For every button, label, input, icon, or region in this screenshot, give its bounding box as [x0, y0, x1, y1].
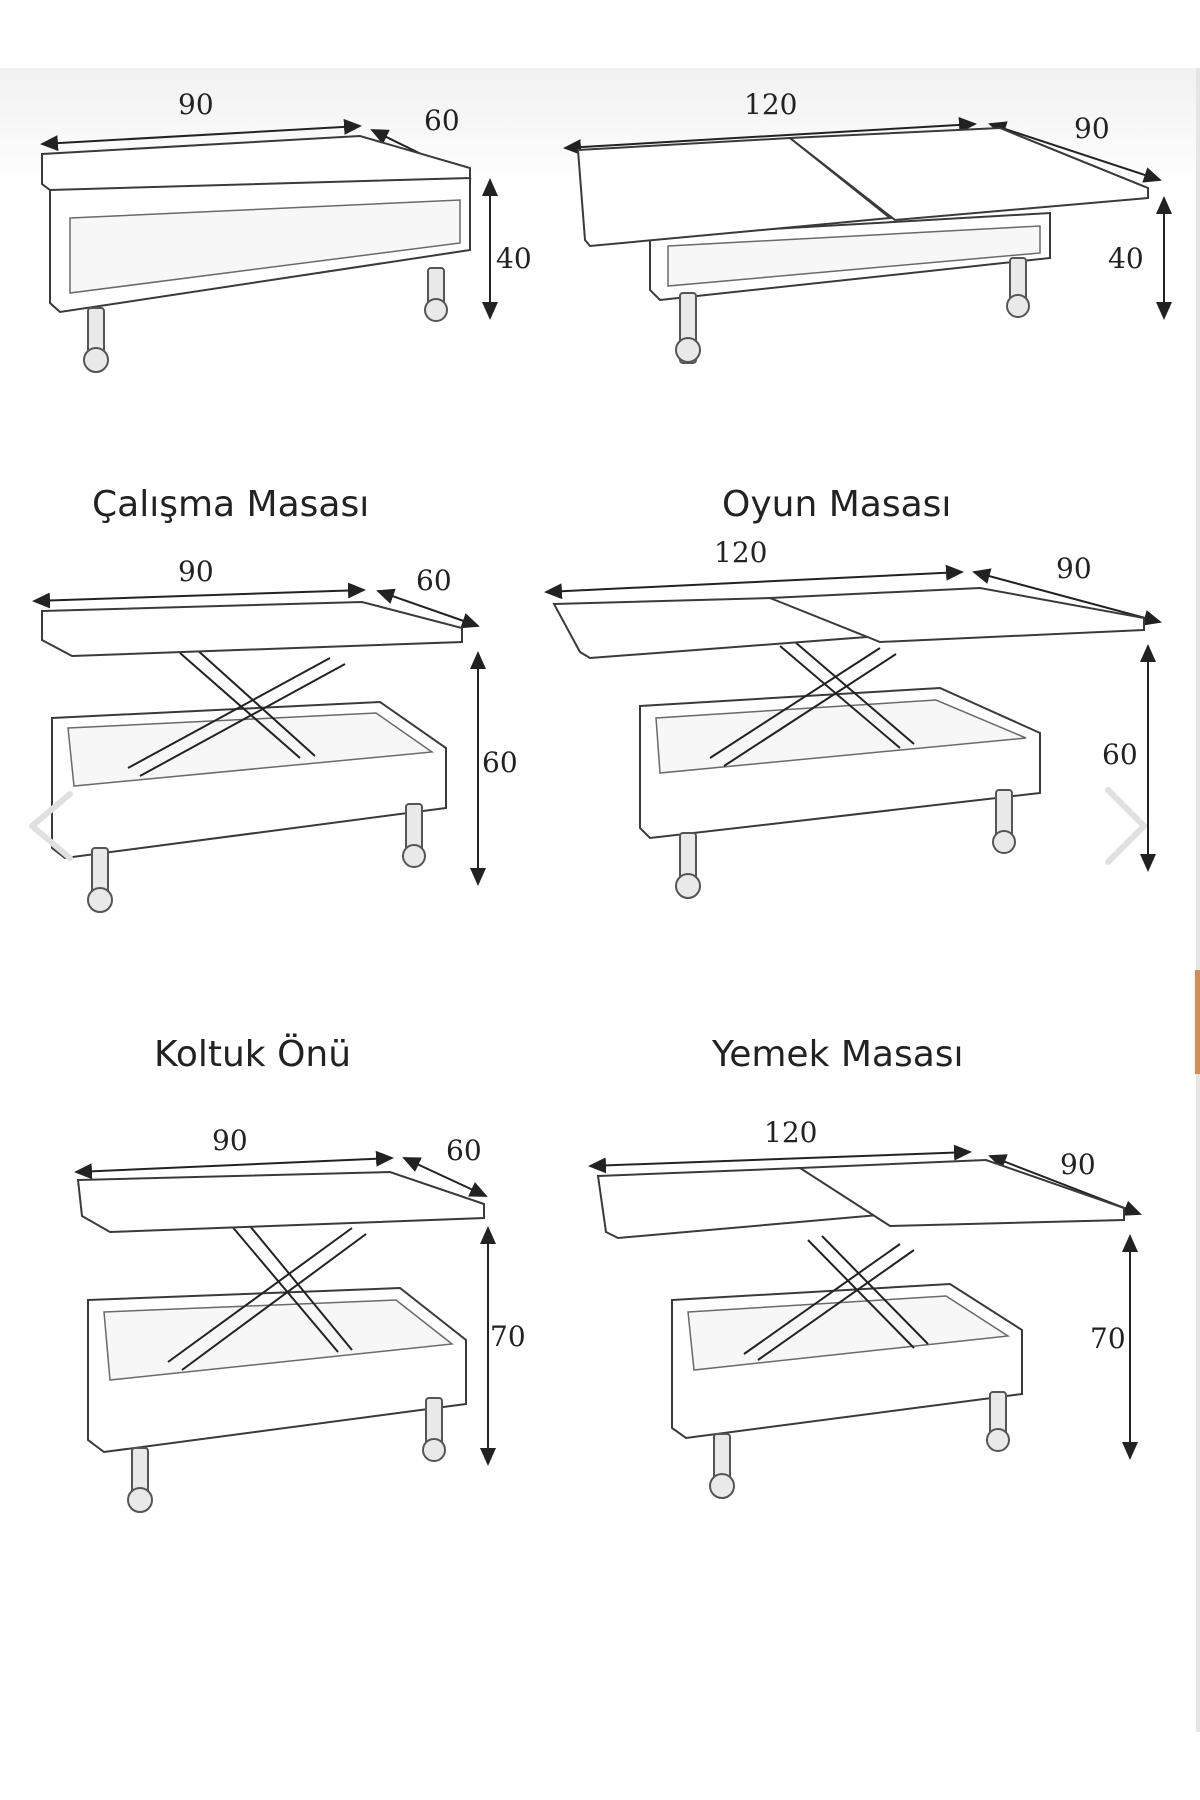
top-bar [0, 0, 1200, 68]
r1-large-height: 40 [1108, 242, 1144, 275]
r2-small-width: 90 [178, 555, 214, 588]
scroll-edge [1196, 68, 1200, 1732]
r3-large-height: 70 [1090, 1322, 1126, 1355]
chevron-right-icon [1105, 787, 1147, 865]
carousel-next-button[interactable] [1105, 787, 1147, 865]
row3-large-table: 120 90 70 [588, 1116, 1142, 1499]
table-dimensions-image: 90 60 40 120 90 40 Çalışma Masası Oyun M… [29, 88, 1172, 1513]
row1-large-table: 120 90 40 [563, 88, 1172, 364]
r3-large-width: 120 [764, 1116, 817, 1149]
row1-small-table: 90 60 40 [40, 88, 532, 373]
r1-large-depth: 90 [1074, 112, 1110, 145]
r2-large-height: 60 [1102, 738, 1138, 771]
chevron-left-icon [29, 791, 73, 861]
row2-large-table: 120 90 60 [544, 536, 1162, 899]
bottom-bar [0, 1732, 1200, 1800]
r2-small-height: 60 [482, 746, 518, 779]
edge-accent-bar [1195, 970, 1200, 1074]
image-viewer: 90 60 40 120 90 40 Çalışma Masası Oyun M… [0, 68, 1196, 1732]
r1-small-height: 40 [496, 242, 532, 275]
r1-small-width: 90 [178, 88, 214, 121]
row2-small-table: 90 60 60 [32, 555, 518, 913]
r1-large-width: 120 [744, 88, 797, 121]
r3-large-depth: 90 [1060, 1148, 1096, 1181]
r1-small-depth: 60 [424, 104, 460, 137]
r2-large-width: 120 [714, 536, 767, 569]
r2-small-depth: 60 [416, 564, 452, 597]
r3-small-depth: 60 [446, 1134, 482, 1167]
r3-small-width: 90 [212, 1124, 248, 1157]
row3-small-table: 90 60 70 [74, 1124, 526, 1513]
r2-large-depth: 90 [1056, 552, 1092, 585]
r3-small-height: 70 [490, 1320, 526, 1353]
carousel-prev-button[interactable] [29, 791, 73, 861]
caption-calisma-masasi: Çalışma Masası [92, 484, 369, 525]
caption-oyun-masasi: Oyun Masası [722, 484, 951, 525]
caption-koltuk-onu: Koltuk Önü [154, 1033, 351, 1075]
caption-yemek-masasi: Yemek Masası [711, 1034, 964, 1075]
